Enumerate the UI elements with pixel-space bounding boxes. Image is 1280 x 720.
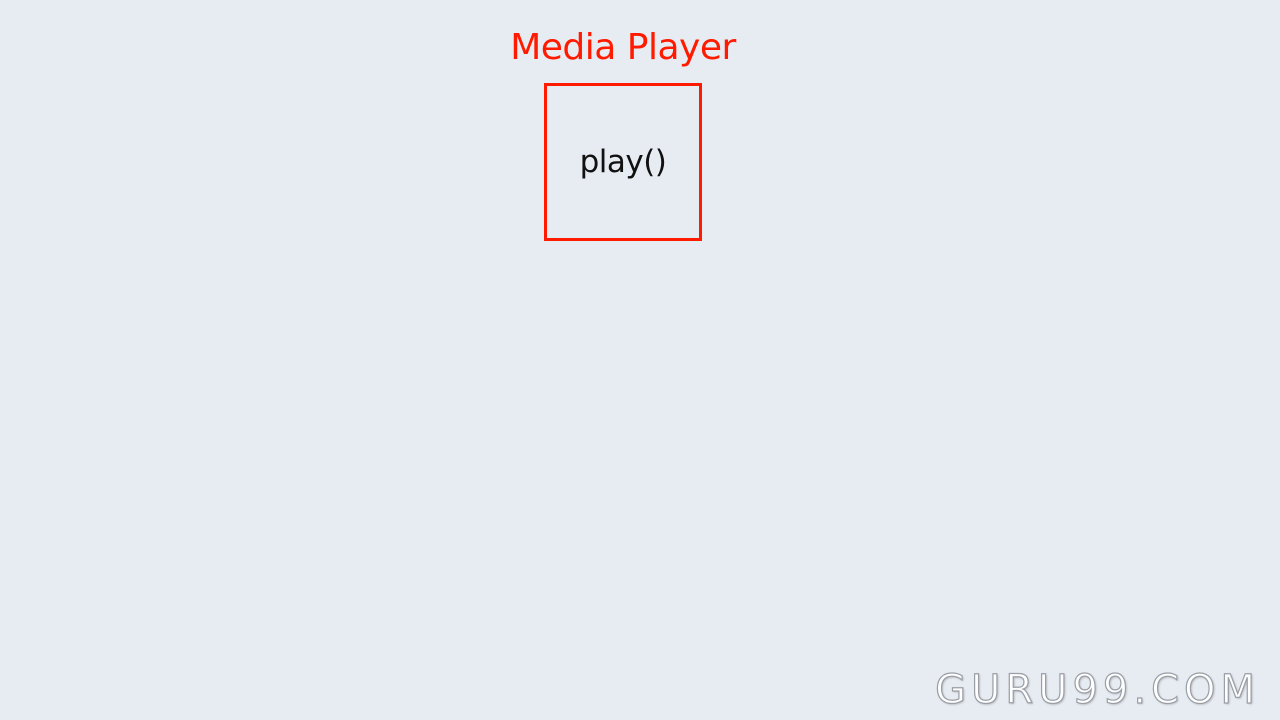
method-label: play() (579, 144, 667, 180)
watermark-logo: GURU99.COM (935, 667, 1260, 713)
class-title: Media Player (510, 27, 736, 68)
class-box: play() (544, 83, 702, 241)
